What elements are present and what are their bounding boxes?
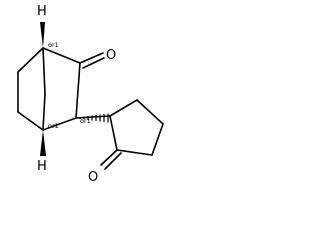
atom-h-top: H [37, 4, 47, 19]
stereo-label-c1: or1 [48, 41, 59, 49]
atom-h-bottom: H [37, 159, 47, 174]
bond-c1p-c2p [109, 115, 118, 151]
bond-c1-c7 [42, 47, 46, 95]
bond-c2-o-ketone-double [82, 57, 105, 69]
atom-o-ring-ketone: O [106, 48, 116, 63]
bond-c4-c3 [42, 117, 77, 131]
wedge-h-bottom [40, 130, 46, 156]
chemical-structure: H H O O or1 or1 or1 [17, 4, 164, 185]
stereo-label-c4: or1 [48, 122, 59, 130]
bond-c2p-o-ketone [100, 149, 118, 166]
bond-c5-c4 [17, 111, 44, 131]
bond-c3p-c4p [151, 123, 164, 156]
bond-c2p-c3p [116, 149, 153, 156]
bond-c5p-c1p [109, 99, 138, 117]
bond-c3-c2 [75, 62, 81, 119]
stereo-label-c3: or1 [80, 117, 91, 125]
bond-c2p-o-ketone-double [104, 152, 122, 170]
wedge-h-top [40, 22, 45, 48]
bond-c1-c6 [17, 47, 44, 73]
bond-c1-c2 [42, 47, 81, 64]
bond-c4p-c5p [136, 99, 164, 125]
bond-c2-o-ketone [79, 52, 104, 64]
hashed-wedge-c3-c1p [75, 113, 111, 123]
atom-o-pentyl-ketone: O [88, 170, 98, 185]
bond-c7-c4 [42, 93, 46, 131]
